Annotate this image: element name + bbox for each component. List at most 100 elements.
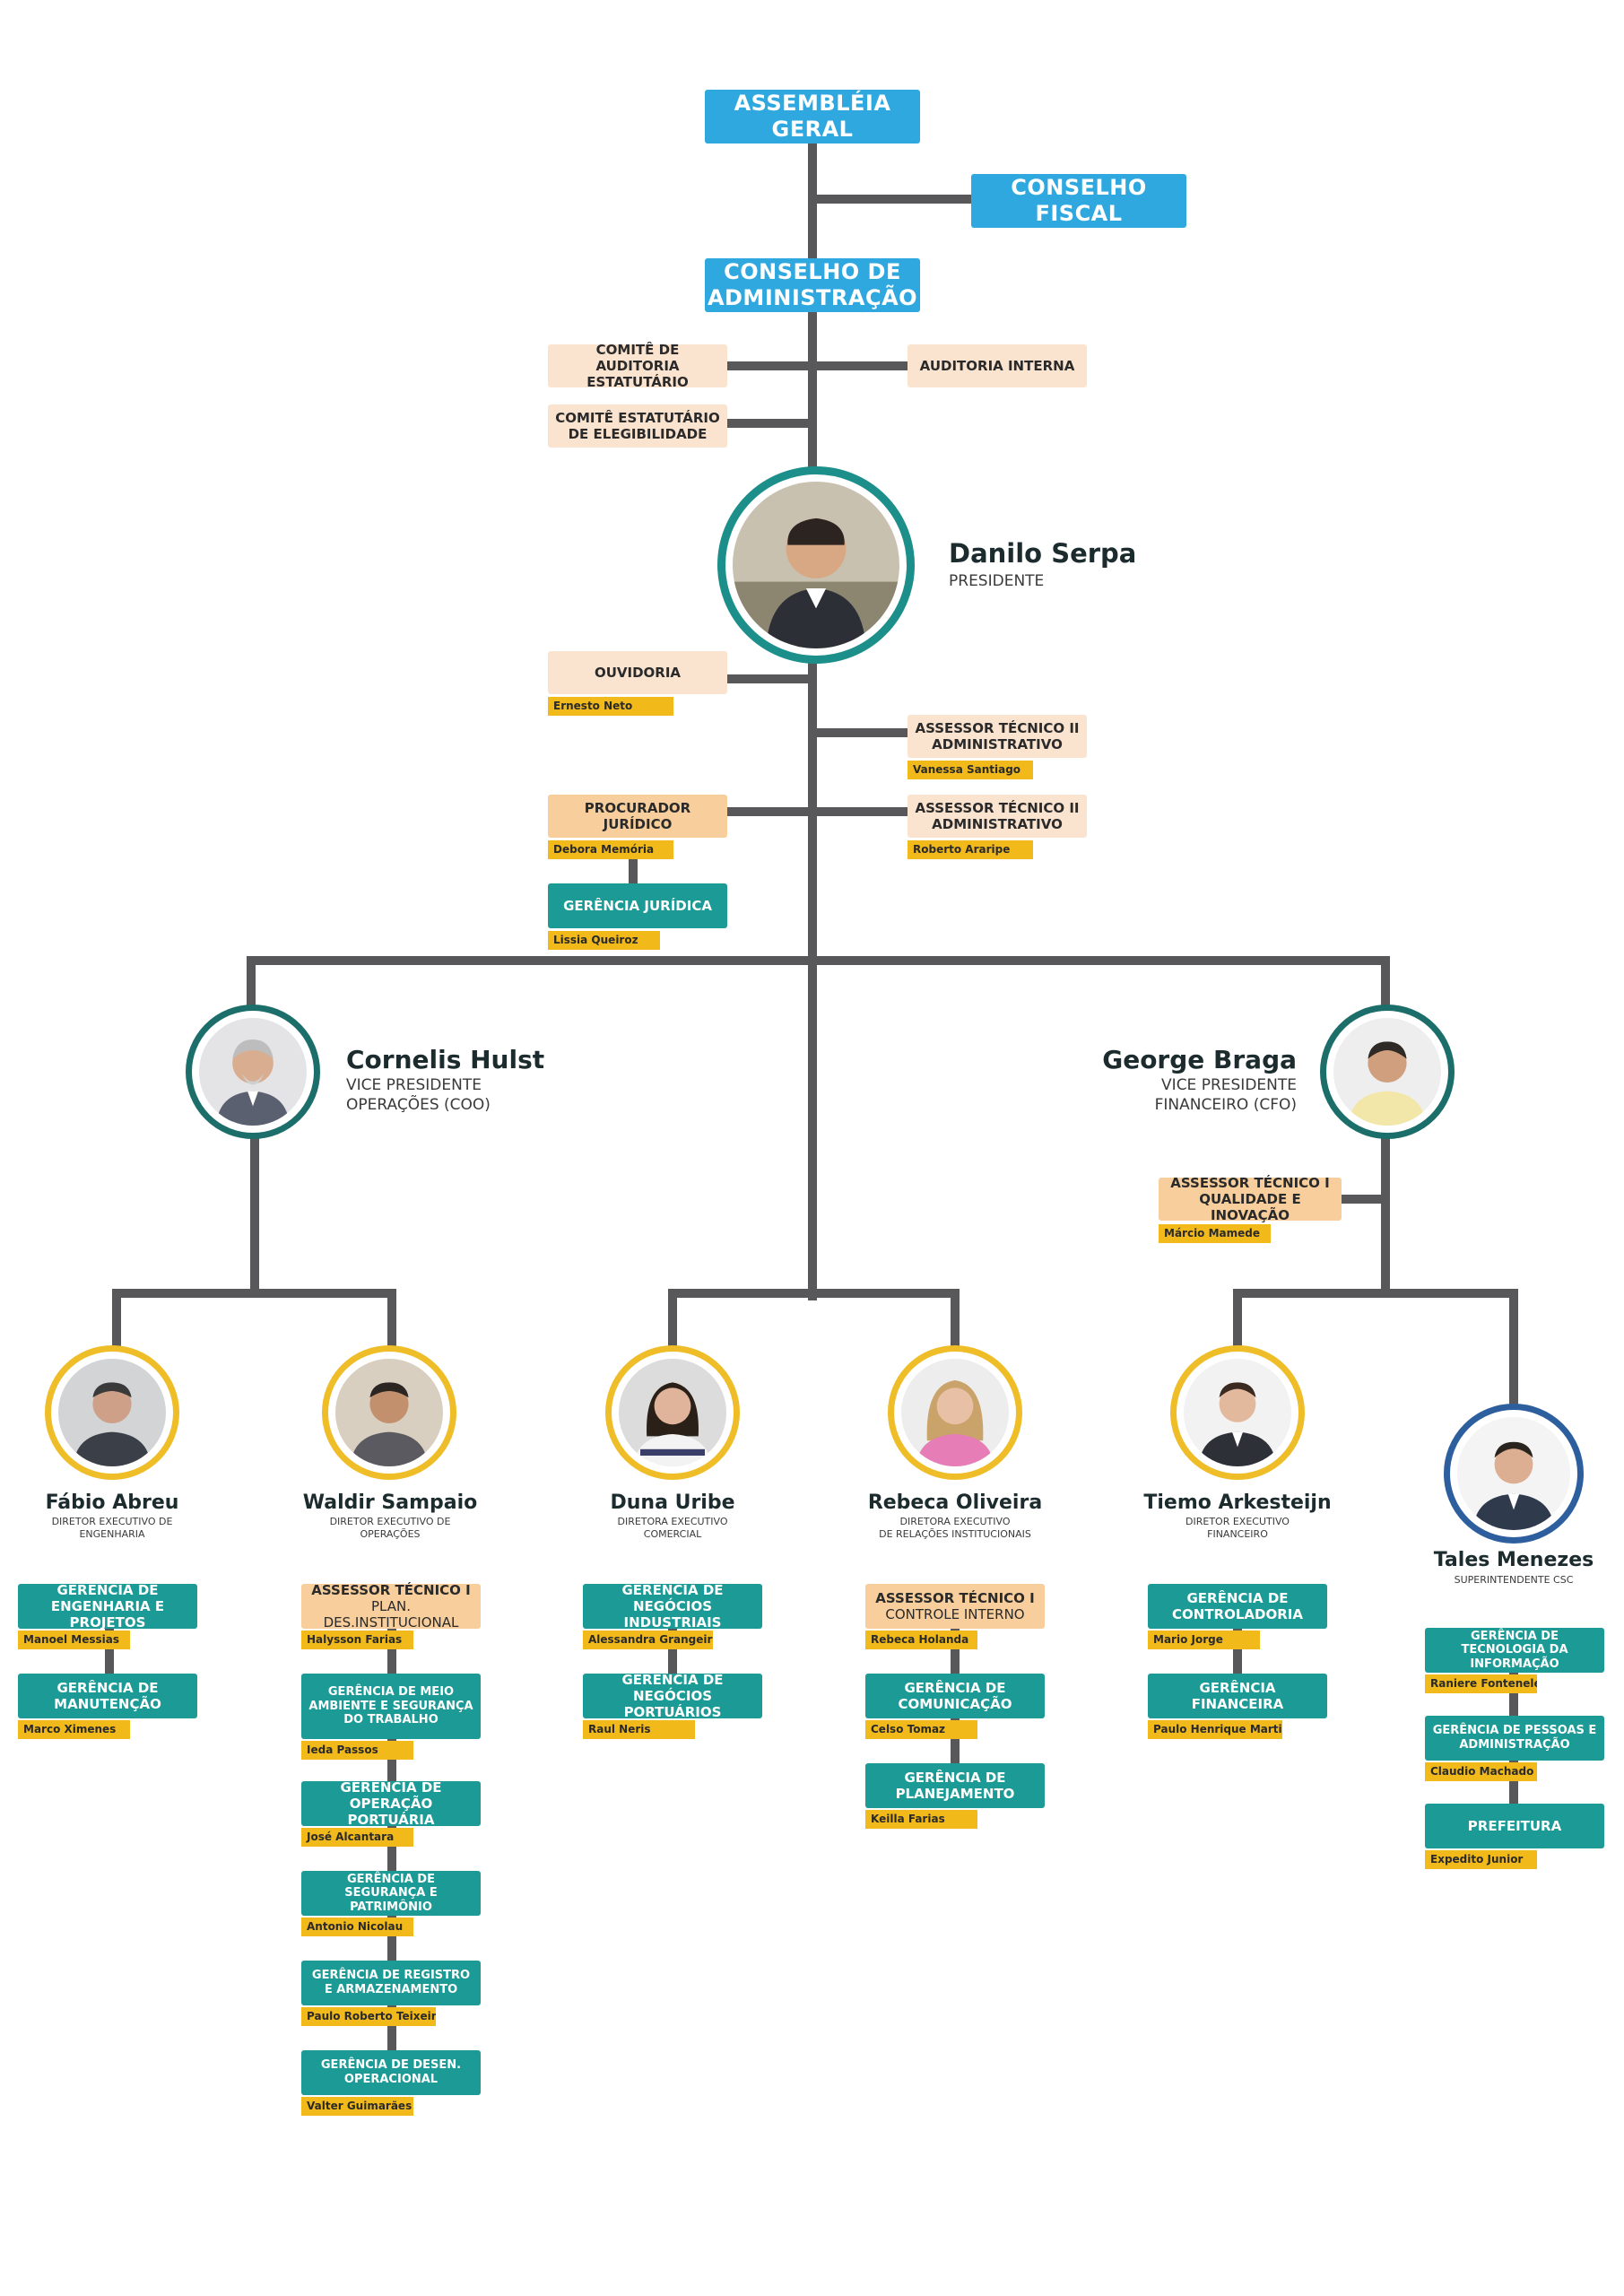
unit-box: PREFEITURA [1425, 1804, 1604, 1848]
portrait-icon [1457, 1417, 1570, 1530]
unit-box: GERÊNCIA DE PLANEJAMENTO [865, 1763, 1045, 1808]
portrait-icon [199, 1018, 307, 1126]
tiemo-name: Tiemo Arkesteijn [1143, 1492, 1332, 1514]
duna-avatar [605, 1345, 740, 1480]
unit-box: GERÊNCIA DE ENGENHARIA E PROJETOS [18, 1582, 197, 1631]
ouvidoria-box: OUVIDORIA [548, 651, 727, 694]
unit-box: GERÊNCIA DE SEGURANÇA E PATRIMÔNIO [301, 1871, 481, 1916]
unit-box: GERÊNCIA DE TECNOLOGIA DA INFORMAÇÃO [1425, 1628, 1604, 1673]
assembleia-geral-box: ASSEMBLÉIA GERAL [705, 90, 920, 144]
unit-person: Keilla Farias [865, 1810, 977, 1829]
unit-box: GERÊNCIA DE NEGÓCIOS PORTUÁRIOS [583, 1672, 762, 1720]
cfo-assessor-box: ASSESSOR TÉCNICO I QUALIDADE E INOVAÇÃO [1159, 1175, 1342, 1223]
waldir-role-line2: OPERAÇÕES [360, 1528, 421, 1540]
unit-person: Mario Jorge [1148, 1631, 1260, 1649]
assessor-adm-person-1: Vanessa Santiago [908, 761, 1033, 779]
unit-subtitle: CONTROLE INTERNO [885, 1606, 1025, 1622]
unit-box: GERÊNCIA DE NEGÓCIOS INDUSTRIAIS [583, 1582, 762, 1631]
fabio-role-line2: ENGENHARIA [79, 1528, 145, 1540]
unit-box: ASSESSOR TÉCNICO I PLAN. DES.INSTITUCION… [301, 1582, 481, 1631]
unit-box: GERÊNCIA FINANCEIRA [1148, 1674, 1327, 1718]
waldir-avatar [322, 1345, 456, 1480]
cfo-name: George Braga [1102, 1045, 1297, 1074]
comite-elegibilidade-box: COMITÊ ESTATUTÁRIO DE ELEGIBILIDADE [548, 404, 727, 448]
cfo-role-line1: VICE PRESIDENTE [1161, 1076, 1297, 1094]
president-name: Danilo Serpa [949, 538, 1137, 569]
unit-person: Halysson Farias [301, 1631, 413, 1649]
unit-person: Claudio Machado [1425, 1762, 1537, 1781]
cfo-assessor-person: Márcio Mamede [1159, 1224, 1271, 1243]
coo-name: Cornelis Hulst [346, 1045, 545, 1074]
unit-person: Marco Ximenes [18, 1720, 130, 1739]
unit-box: GERÊNCIA DE MANUTENÇÃO [18, 1674, 197, 1718]
rebeca-name: Rebeca Oliveira [867, 1492, 1043, 1514]
fabio-name: Fábio Abreu [45, 1492, 179, 1514]
portrait-icon [1333, 1018, 1441, 1126]
fabio-role-line1: DIRETOR EXECUTIVO DE [51, 1516, 173, 1527]
tiemo-role-line2: FINANCEIRO [1207, 1528, 1268, 1540]
unit-person: Celso Tomaz [865, 1720, 977, 1739]
tales-role-line1: SUPERINTENDENTE CSC [1454, 1574, 1574, 1586]
portrait-icon [733, 482, 899, 648]
unit-title: ASSESSOR TÉCNICO I [875, 1590, 1035, 1606]
unit-person: Paulo Roberto Teixeira [301, 2007, 436, 2026]
coo-avatar [186, 1004, 320, 1139]
unit-person: Rebeca Holanda [865, 1631, 977, 1649]
waldir-name: Waldir Sampaio [302, 1492, 478, 1514]
portrait-icon [901, 1359, 1009, 1466]
conselho-administracao-box: CONSELHO DE ADMINISTRAÇÃO [705, 258, 920, 312]
unit-box: GERÊNCIA DE OPERAÇÃO PORTUÁRIA [301, 1779, 481, 1828]
cfo-avatar [1320, 1004, 1455, 1139]
unit-person: Antonio Nicolau [301, 1918, 413, 1936]
unit-box: GERÊNCIA DE REGISTRO E ARMAZENAMENTO [301, 1961, 481, 2005]
unit-person: José Alcantara [301, 1828, 413, 1847]
waldir-role-line1: DIRETOR EXECUTIVO DE [329, 1516, 451, 1527]
president-avatar [717, 466, 915, 664]
unit-box: GERÊNCIA DE DESEN. OPERACIONAL [301, 2050, 481, 2095]
rebeca-role-line2: DE RELAÇÕES INSTITUCIONAIS [879, 1528, 1031, 1540]
unit-person: Raniere Fontenele [1425, 1674, 1537, 1693]
unit-person: Valter Guimarães [301, 2097, 413, 2116]
assessor-adm-box-1: ASSESSOR TÉCNICO II ADMINISTRATIVO [908, 715, 1087, 758]
portrait-icon [1184, 1359, 1291, 1466]
gerencia-juridica-person: Lissia Queiroz [548, 931, 660, 950]
rebeca-role-line1: DIRETORA EXECUTIVO [899, 1516, 1011, 1527]
cfo-role-line2: FINANCEIRO (CFO) [1154, 1096, 1297, 1114]
duna-role-line1: DIRETORA EXECUTIVO [617, 1516, 728, 1527]
unit-person: Ieda Passos [301, 1741, 413, 1760]
portrait-icon [58, 1359, 166, 1466]
unit-title: ASSESSOR TÉCNICO I [311, 1582, 471, 1598]
comite-auditoria-box: COMITÊ DE AUDITORIA ESTATUTÁRIO [548, 342, 727, 390]
tiemo-avatar [1170, 1345, 1305, 1480]
fabio-avatar [45, 1345, 179, 1480]
duna-role-line2: COMERCIAL [643, 1528, 702, 1540]
procurador-person: Debora Memória [548, 840, 673, 859]
tales-avatar [1444, 1404, 1584, 1544]
unit-person: Expedito Junior [1425, 1850, 1537, 1869]
auditoria-interna-box: AUDITORIA INTERNA [908, 344, 1087, 387]
unit-person: Raul Neris [583, 1720, 695, 1739]
unit-person: Alessandra Grangeiro [583, 1631, 713, 1649]
unit-box: GERÊNCIA DE MEIO AMBIENTE E SEGURANÇA DO… [301, 1674, 481, 1739]
ouvidoria-person: Ernesto Neto [548, 697, 673, 716]
portrait-icon [619, 1359, 726, 1466]
rebeca-avatar [888, 1345, 1022, 1480]
unit-subtitle: PLAN. DES.INSTITUCIONAL [323, 1598, 459, 1631]
coo-role-line2: OPERAÇÕES (COO) [346, 1096, 491, 1114]
unit-person: Paulo Henrique Martins [1148, 1720, 1282, 1739]
coo-role-line1: VICE PRESIDENTE [346, 1076, 482, 1094]
duna-name: Duna Uribe [610, 1492, 735, 1514]
unit-box: GERÊNCIA DE PESSOAS E ADMINISTRAÇÃO [1425, 1716, 1604, 1761]
gerencia-juridica-box: GERÊNCIA JURÍDICA [548, 883, 727, 928]
unit-box: ASSESSOR TÉCNICO I CONTROLE INTERNO [865, 1584, 1045, 1629]
tiemo-role-line1: DIRETOR EXECUTIVO [1185, 1516, 1290, 1527]
conselho-fiscal-box: CONSELHO FISCAL [971, 174, 1186, 228]
procurador-juridico-box: PROCURADOR JURÍDICO [548, 795, 727, 838]
unit-box: GERÊNCIA DE COMUNICAÇÃO [865, 1674, 1045, 1718]
president-role: PRESIDENTE [949, 572, 1045, 590]
assessor-adm-person-2: Roberto Araripe [908, 840, 1033, 859]
portrait-icon [335, 1359, 443, 1466]
unit-person: Manoel Messias [18, 1631, 130, 1649]
tales-name: Tales Menezes [1433, 1549, 1594, 1571]
